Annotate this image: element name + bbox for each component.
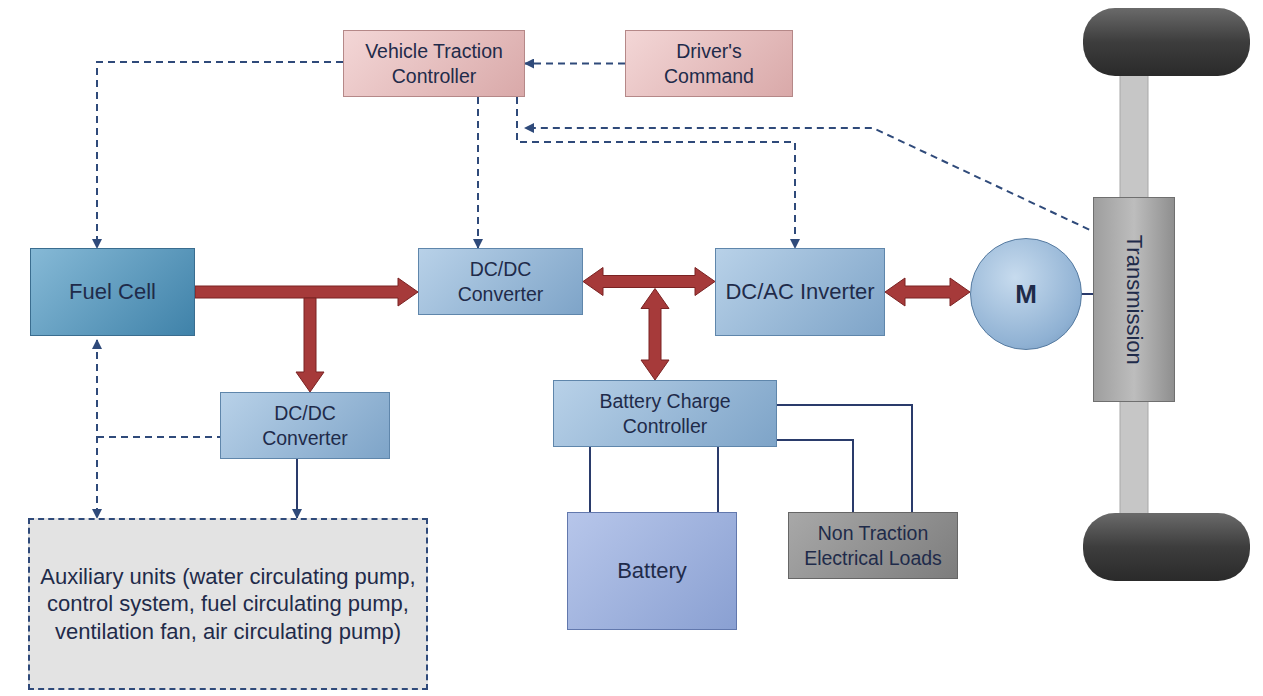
- node-label: DC/AC Inverter: [717, 274, 882, 310]
- wire-line: [717, 447, 719, 512]
- control-signal-line: [517, 97, 795, 248]
- node-label: DC/DC Converter: [221, 397, 389, 454]
- node-label: Non Traction Electrical Loads: [789, 517, 957, 574]
- node-label: M: [1007, 274, 1045, 315]
- load-box: Non Traction Electrical Loads: [788, 512, 958, 579]
- charge-controller-box: Battery Charge Controller: [553, 380, 777, 447]
- control-signal-line: [97, 62, 343, 248]
- node-label: Auxiliary units (water circulating pump,…: [30, 559, 426, 650]
- auxiliary-box: Auxiliary units (water circulating pump,…: [28, 518, 428, 690]
- converter-box: DC/DC Converter: [220, 392, 390, 459]
- control-signal-line: [96, 340, 98, 518]
- power-flow-arrow: [583, 268, 715, 296]
- power-flow-arrow: [641, 289, 669, 381]
- node-label: Driver's Command: [626, 35, 792, 92]
- wire-line: [589, 447, 591, 512]
- power-flow-arrow: [885, 278, 970, 306]
- node-label: Vehicle Traction Controller: [344, 35, 524, 92]
- controller-box: Vehicle Traction Controller: [343, 30, 525, 97]
- converter-box: DC/DC Converter: [418, 248, 583, 315]
- power-flow-arrow: [296, 298, 324, 392]
- wire-line: [1082, 293, 1093, 295]
- control-signal-line: [477, 97, 479, 248]
- wire-line: [296, 459, 298, 518]
- motor-circle: M: [970, 238, 1082, 350]
- command-box: Driver's Command: [625, 30, 793, 97]
- node-label: Battery: [609, 553, 695, 589]
- node-label: Transmission: [1116, 227, 1152, 373]
- node-label: Battery Charge Controller: [554, 385, 776, 442]
- transmission-box: Transmission: [1093, 197, 1175, 402]
- control-signal-line: [525, 63, 625, 65]
- fuel-cell-box: Fuel Cell: [30, 248, 195, 336]
- wire-line: [777, 440, 853, 512]
- node-label: Fuel Cell: [61, 274, 164, 310]
- battery-box: Battery: [567, 512, 737, 630]
- wire-line: [777, 405, 912, 512]
- inverter-box: DC/AC Inverter: [715, 248, 885, 336]
- node-label: DC/DC Converter: [419, 253, 582, 310]
